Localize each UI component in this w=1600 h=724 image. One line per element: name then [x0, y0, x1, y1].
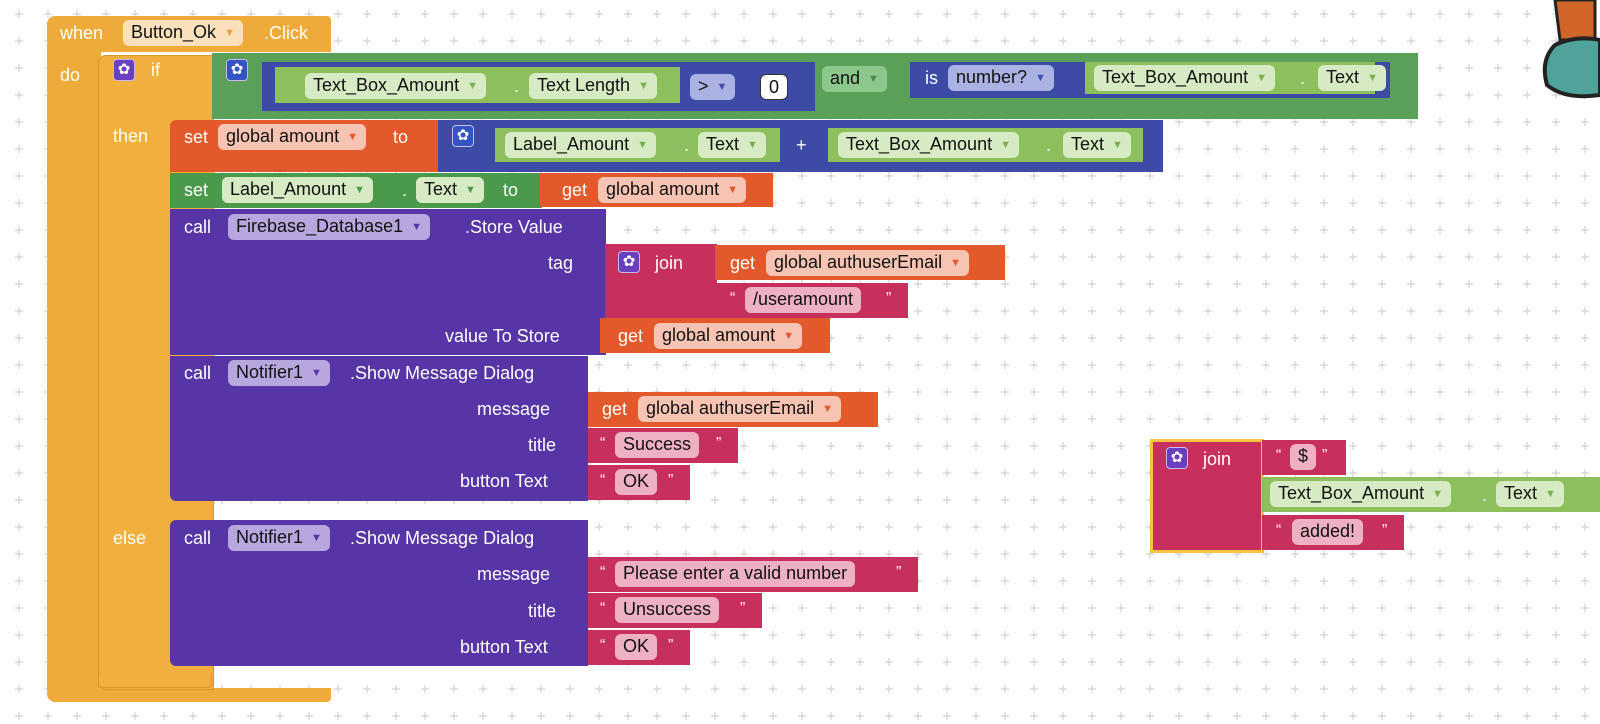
number-field[interactable]: 0 [760, 74, 789, 100]
property-dropdown[interactable]: Text▼ [698, 132, 766, 158]
text-field[interactable]: /useramount [745, 287, 862, 313]
chevron-down-icon: ▼ [224, 27, 235, 39]
variable-dropdown[interactable]: global amount▼ [218, 124, 366, 150]
variable-dropdown[interactable]: global amount▼ [654, 323, 802, 349]
else-keyword: else [113, 528, 147, 548]
property-dropdown[interactable]: Text Length▼ [529, 73, 657, 99]
component-dropdown[interactable]: Label_Amount▼ [222, 177, 373, 203]
gear-icon[interactable]: ✿ [618, 251, 640, 273]
chevron-down-icon: ▼ [716, 81, 728, 93]
text-field[interactable]: $ [1290, 444, 1317, 470]
do-keyword: do [60, 65, 81, 85]
chevron-down-icon: ▼ [467, 80, 478, 92]
text-field[interactable]: added! [1292, 519, 1364, 545]
event-name: .Click [264, 23, 308, 43]
gear-icon[interactable]: ✿ [452, 125, 474, 147]
is-label: is [925, 68, 938, 88]
operator-dropdown[interactable]: >▼ [690, 74, 736, 100]
component-dropdown[interactable]: Notifier1▼ [228, 525, 330, 551]
gear-icon[interactable]: ✿ [113, 59, 135, 81]
property-dropdown[interactable]: Text▼ [1496, 481, 1564, 507]
property-dropdown[interactable]: Text▼ [1063, 132, 1131, 158]
when-keyword: when [60, 23, 104, 43]
variable-dropdown[interactable]: global amount▼ [598, 177, 746, 203]
component-dropdown[interactable]: Text_Box_Amount▼ [1270, 481, 1451, 507]
gear-icon[interactable]: ✿ [1166, 447, 1188, 469]
component-dropdown[interactable]: Text_Box_Amount▼ [1094, 65, 1275, 91]
component-dropdown[interactable]: Notifier1▼ [228, 360, 330, 386]
component-dropdown[interactable]: Button_Ok▼ [123, 20, 243, 46]
text-field[interactable]: OK [615, 469, 658, 495]
property-dropdown[interactable]: Text▼ [1318, 65, 1386, 91]
and-dropdown[interactable]: and▼ [822, 66, 887, 92]
component-dropdown[interactable]: Text_Box_Amount▼ [838, 132, 1019, 158]
property-dropdown[interactable]: Text▼ [416, 177, 484, 203]
text-field[interactable]: Unsuccess [615, 597, 720, 623]
text-field[interactable]: Please enter a valid number [615, 561, 856, 587]
gear-icon[interactable]: ✿ [226, 59, 248, 81]
component-dropdown[interactable]: Text_Box_Amount▼ [305, 73, 486, 99]
mascot-image [1542, 0, 1600, 99]
variable-dropdown[interactable]: global authuserEmail▼ [766, 250, 969, 276]
chevron-down-icon: ▼ [638, 80, 649, 92]
variable-dropdown[interactable]: global authuserEmail▼ [638, 396, 841, 422]
component-dropdown[interactable]: Firebase_Database1▼ [228, 214, 430, 240]
if-keyword: if [151, 60, 160, 80]
component-dropdown[interactable]: Label_Amount▼ [505, 132, 656, 158]
then-keyword: then [113, 126, 149, 146]
plus-label: + [796, 135, 807, 155]
text-field[interactable]: Success [615, 432, 700, 458]
check-dropdown[interactable]: number?▼ [948, 65, 1054, 91]
text-field[interactable]: OK [615, 634, 658, 660]
